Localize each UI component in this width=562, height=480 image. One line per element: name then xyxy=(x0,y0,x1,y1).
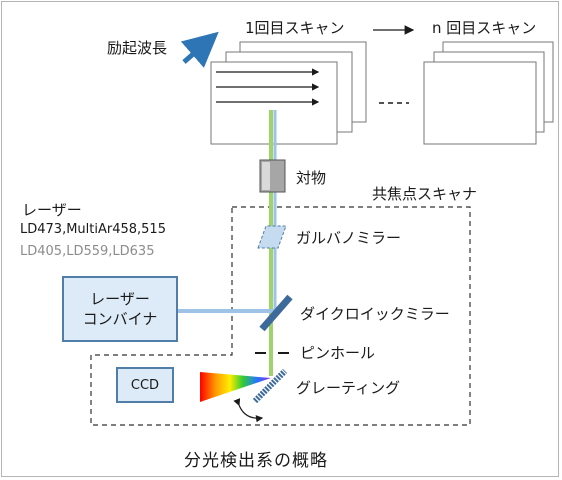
nth-scan-frames xyxy=(423,41,554,145)
nth-scan-label: n 回目スキャン xyxy=(432,19,537,37)
first-scan-label: 1回目スキャン xyxy=(245,19,345,37)
laser-lines-primary: LD473,MultiAr458,515 xyxy=(20,222,166,237)
confocal-scanner-label: 共焦点スキャナ xyxy=(372,185,478,203)
laser-lines-secondary: LD405,LD559,LD635 xyxy=(20,244,155,259)
galvano-mirror-icon xyxy=(257,225,287,249)
spectrum-fan xyxy=(200,372,271,402)
laser-combiner-line-2: コンバイナ xyxy=(82,310,158,328)
ccd-box: CCD xyxy=(116,367,174,403)
galvano-mirror-label: ガルバノミラー xyxy=(296,229,402,247)
laser-title: レーザー xyxy=(22,201,82,219)
excitation-arrow xyxy=(180,31,219,68)
objective-label: 対物 xyxy=(296,169,327,187)
laser-combiner-box: レーザー コンバイナ xyxy=(62,276,178,342)
objective-lens-icon xyxy=(259,159,286,193)
excitation-wavelength-label: 励起波長 xyxy=(107,39,168,57)
blue-beam xyxy=(178,110,277,313)
dichroic-mirror-label: ダイクロイックミラー xyxy=(300,305,450,323)
pinhole-label: ピンホール xyxy=(300,344,376,362)
rotation-arrow-icon xyxy=(233,398,264,423)
dichroic-mirror-icon xyxy=(259,294,293,332)
figure-caption: 分光検出系の概略 xyxy=(184,451,328,471)
laser-combiner-line-1: レーザー xyxy=(90,289,150,308)
ccd-label: CCD xyxy=(130,377,160,393)
grating-label: グレーティング xyxy=(296,379,401,397)
grating-icon xyxy=(252,368,288,404)
confocal-scanner-box xyxy=(90,206,471,426)
first-scan-frames xyxy=(210,41,367,145)
